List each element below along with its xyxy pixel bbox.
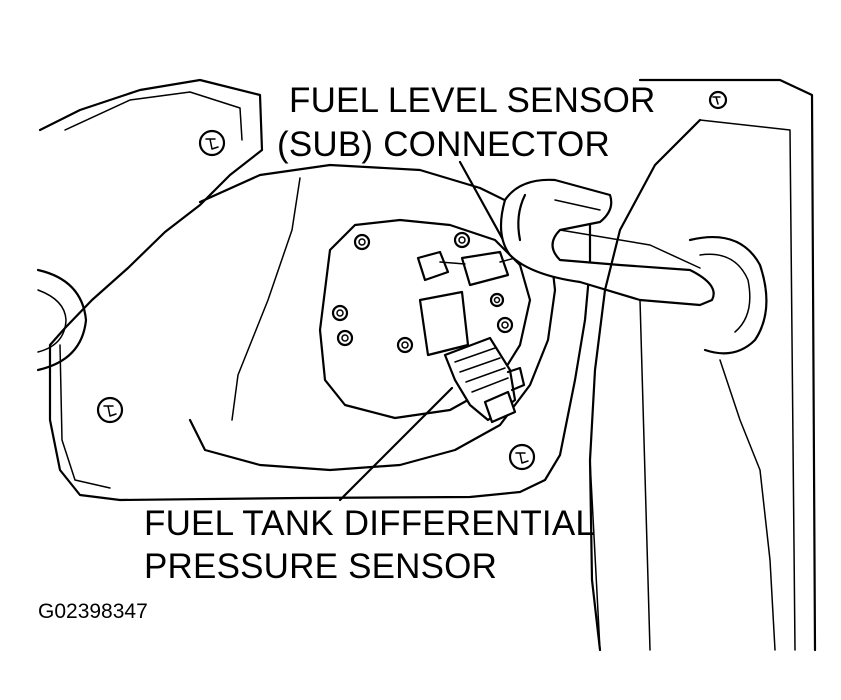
- fuel-tank-sensor-label-line1: FUEL TANK DIFFERENTIAL: [144, 504, 596, 543]
- plate-bolts: [331, 231, 514, 354]
- right-panel-lower: [589, 459, 601, 651]
- pressure-sensor-body: [418, 290, 526, 424]
- service-hole-recess: [188, 163, 557, 472]
- floor-panel-side-edge: [59, 344, 111, 489]
- fuel-tank-sensor-label-line2: PRESSURE SENSOR: [144, 547, 498, 586]
- fuel-hose-grommet: [499, 178, 715, 307]
- fuel-level-sensor-label-line2: (SUB) CONNECTOR: [277, 125, 610, 164]
- right-panel-edge: [719, 359, 776, 651]
- right-inner-opening-2: [699, 253, 751, 333]
- floor-mount-holes: [96, 90, 728, 471]
- leader-line-pressure-sensor: [338, 386, 454, 502]
- floor-panel-outline: [38, 78, 592, 502]
- recess-inner-wall: [231, 177, 301, 421]
- figure-id: G02398347: [38, 600, 148, 623]
- left-bulge-inner: [37, 289, 67, 353]
- right-inner-opening: [688, 236, 768, 355]
- right-panel-rib: [639, 299, 651, 651]
- floor-panel-inner-edge: [64, 91, 243, 141]
- right-body-inner: [699, 119, 796, 651]
- fuel-level-sensor-label-line1: FUEL LEVEL SENSOR: [289, 81, 656, 120]
- right-panel-face: [588, 118, 702, 652]
- left-bulge: [36, 268, 88, 372]
- right-body-frame: [638, 78, 817, 652]
